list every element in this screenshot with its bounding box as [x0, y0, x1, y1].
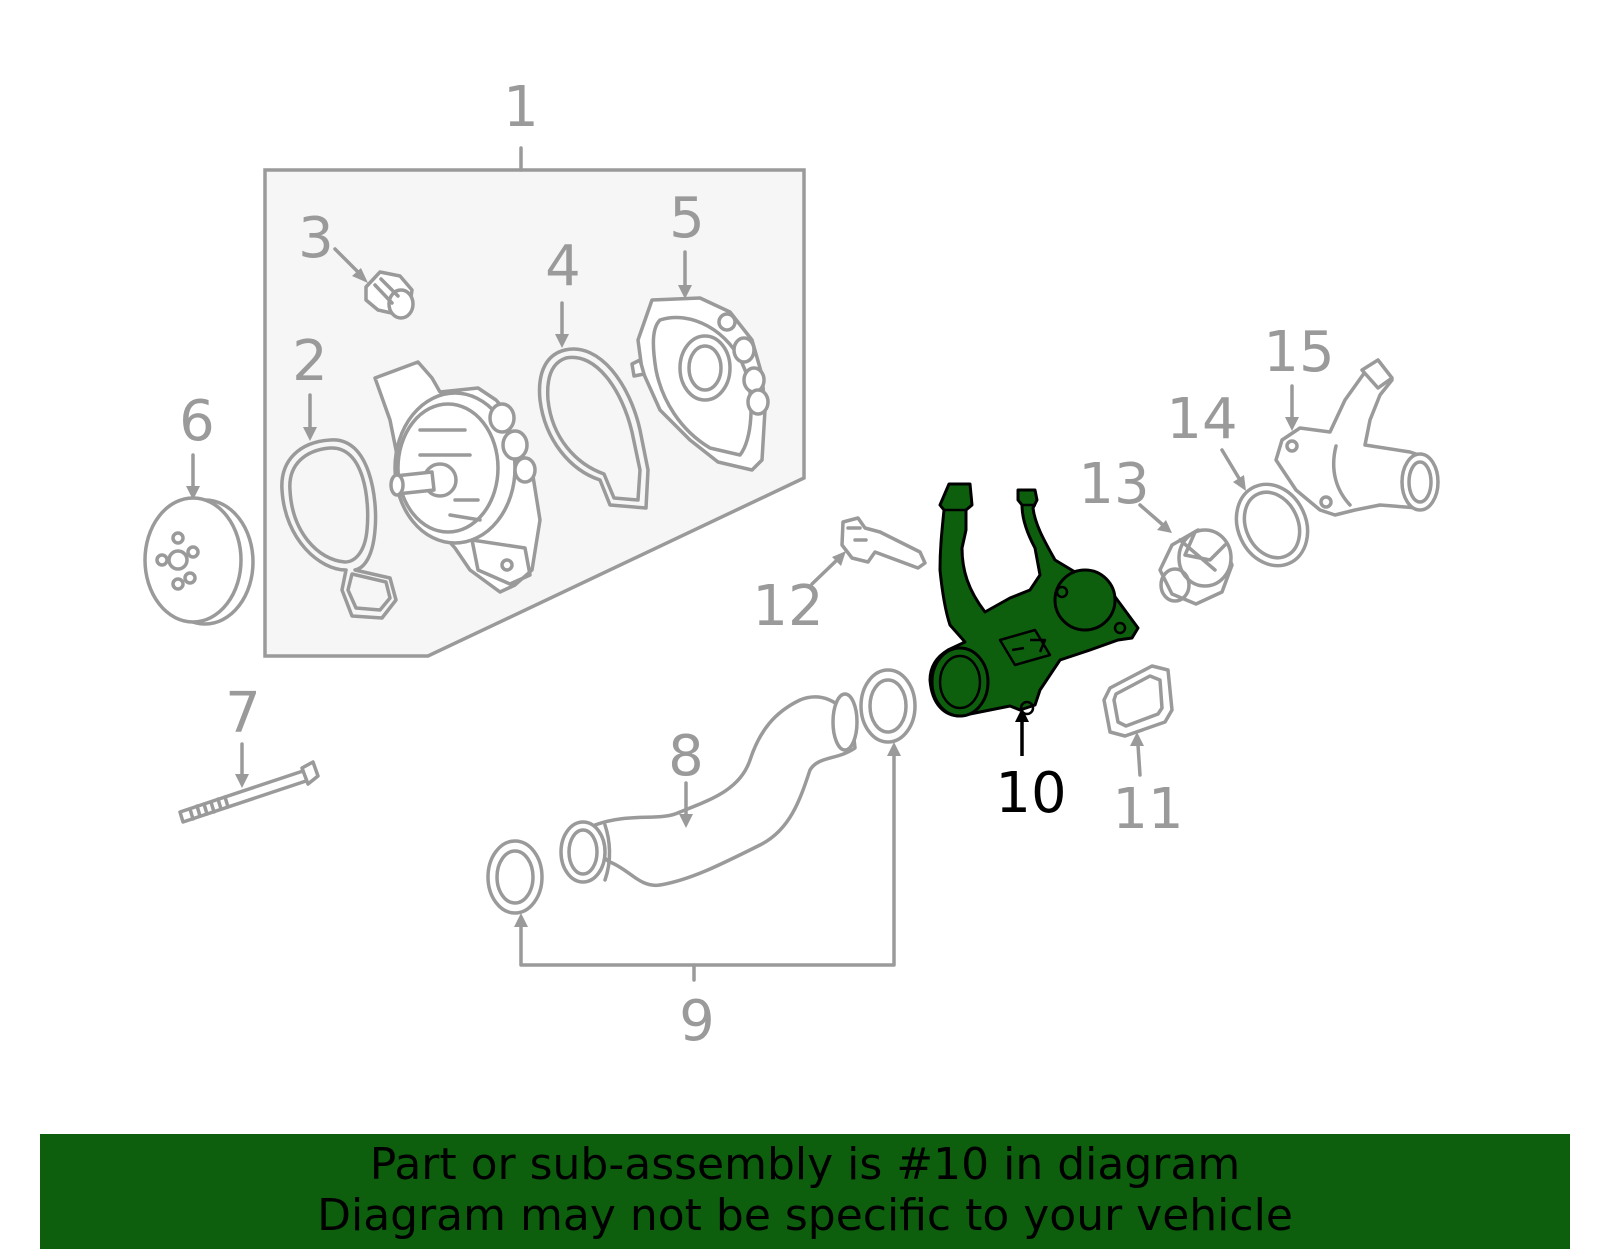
- leader-2: [303, 393, 317, 441]
- leader-9: [514, 742, 901, 982]
- leader-10: [1015, 708, 1029, 756]
- part-10-thermostat-housing[interactable]: [928, 482, 1140, 718]
- callout-13: 13: [1078, 452, 1149, 517]
- callout-14: 14: [1166, 387, 1237, 452]
- leader-14: [1220, 448, 1246, 491]
- part-6-pulley[interactable]: [143, 496, 255, 626]
- callout-1: 1: [503, 75, 539, 140]
- leader-13: [1138, 503, 1172, 533]
- callout-5: 5: [669, 186, 705, 251]
- part-12-sensor[interactable]: [840, 516, 927, 570]
- info-banner: Part or sub-assembly is #10 in diagram D…: [40, 1134, 1570, 1249]
- part-7-bolt[interactable]: [178, 760, 320, 824]
- part-9-o-ring-left[interactable]: [486, 839, 544, 915]
- callout-8: 8: [668, 724, 704, 789]
- leader-11: [1130, 732, 1144, 777]
- callout-9: 9: [679, 989, 715, 1054]
- leader-3: [333, 247, 368, 283]
- callout-11: 11: [1112, 777, 1183, 842]
- part-13-thermostat[interactable]: [1158, 528, 1234, 606]
- banner-line-2: Diagram may not be specific to your vehi…: [317, 1190, 1293, 1241]
- callout-10: 10: [995, 761, 1066, 826]
- leader-4: [555, 301, 569, 348]
- part-4-gasket[interactable]: [537, 347, 650, 510]
- part-5-pump-cover[interactable]: [630, 296, 770, 472]
- leader-15: [1285, 384, 1299, 431]
- callout-4: 4: [545, 234, 581, 299]
- part-8-hose[interactable]: [559, 692, 859, 887]
- leader-7: [235, 742, 249, 788]
- callout-12: 12: [752, 574, 823, 639]
- banner-line-1: Part or sub-assembly is #10 in diagram: [369, 1139, 1241, 1190]
- leader-6: [186, 453, 200, 500]
- part-1-water-pump[interactable]: [373, 360, 542, 594]
- part-15-housing-outlet[interactable]: [1274, 358, 1440, 517]
- leader-8: [679, 781, 693, 828]
- callout-15: 15: [1263, 320, 1334, 385]
- part-3-fitting[interactable]: [364, 270, 415, 320]
- callout-3: 3: [298, 206, 334, 271]
- callout-2: 2: [292, 329, 328, 394]
- leader-5: [678, 250, 692, 299]
- leader-12: [810, 551, 846, 586]
- part-14-o-ring[interactable]: [1223, 473, 1320, 578]
- part-11-gasket[interactable]: [1102, 664, 1174, 738]
- callout-7: 7: [225, 681, 261, 746]
- callout-6: 6: [179, 389, 215, 454]
- part-9-o-ring-right[interactable]: [859, 668, 917, 744]
- part-2-gasket[interactable]: [280, 438, 398, 620]
